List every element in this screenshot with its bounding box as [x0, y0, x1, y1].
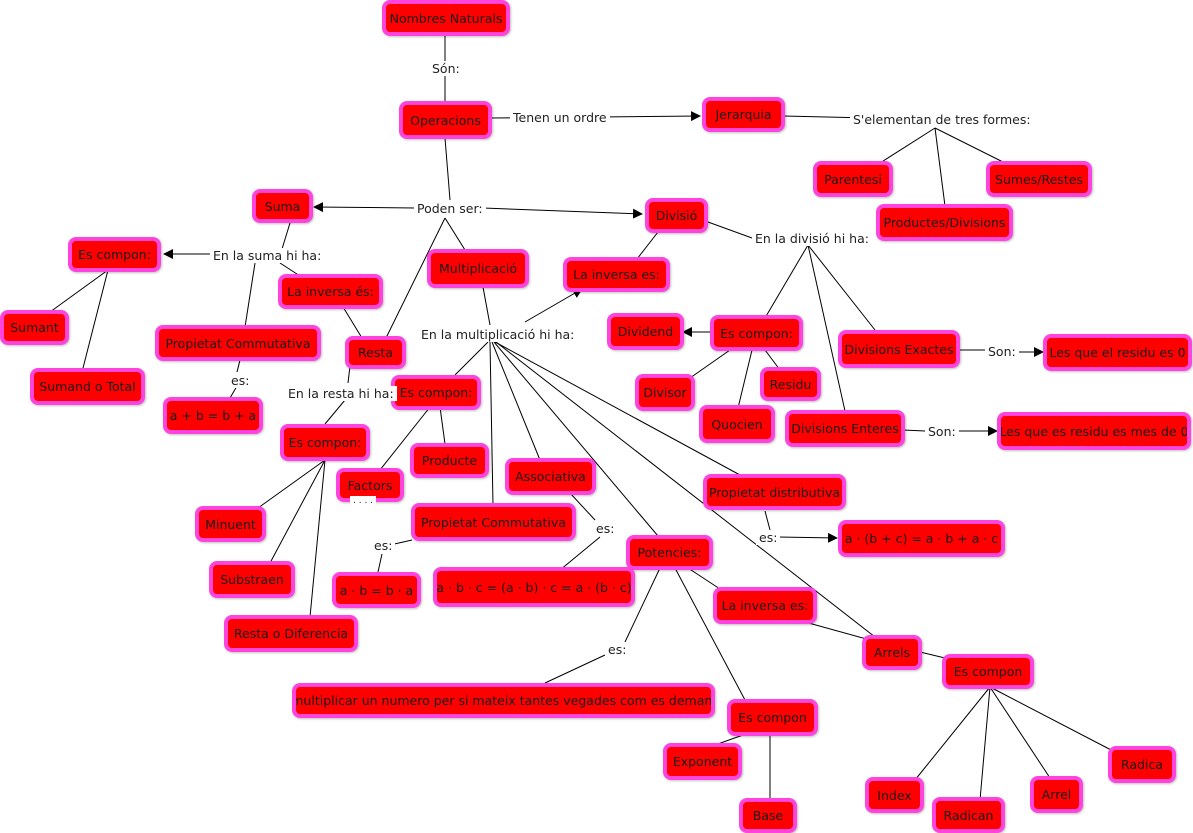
node-divisions-enteres[interactable]: Divisions Enteres [785, 410, 905, 447]
label-es-suma: es: [228, 373, 253, 388]
node-exponent[interactable]: Exponent [663, 743, 742, 780]
node-base[interactable]: Base [739, 798, 797, 833]
node-la-inversa-suma[interactable]: La inversa és: [278, 274, 383, 309]
node-sumand-total[interactable]: Sumand o Total [30, 368, 145, 405]
label-tenen-un-ordre: Tenen un ordre [510, 110, 610, 125]
label-es-distributiva: es: [756, 530, 781, 545]
node-index[interactable]: Index [865, 777, 924, 813]
node-les-que-residu-mes-0[interactable]: Les que es residu es mes de 0 [997, 412, 1191, 450]
node-arrel[interactable]: Arrel [1030, 776, 1083, 813]
node-radican[interactable]: Radican [932, 797, 1005, 833]
node-formula-suma[interactable]: a + b = b + a [163, 397, 263, 434]
label-en-la-suma: En la suma hi ha: [210, 248, 325, 263]
label-en-la-multiplicacio: En la multiplicació hi ha: [418, 327, 578, 342]
node-es-compon-suma[interactable]: Es compon: [68, 237, 161, 272]
label-en-la-divisio: En la divisió hi ha: [752, 231, 872, 246]
node-divisor[interactable]: Divisor [635, 374, 695, 411]
node-potencies[interactable]: Potencies: [626, 535, 713, 570]
label-dots: . . . . [350, 496, 377, 506]
node-es-compon-resta[interactable]: Es compon: [280, 424, 370, 461]
label-poden-ser: Poden ser: [414, 201, 486, 216]
node-propietat-distributiva[interactable]: Propietat distributiva [703, 474, 846, 510]
node-nombres-naturals[interactable]: Nombres Naturals [382, 0, 510, 36]
node-jerarquia[interactable]: Jerarquia [702, 97, 785, 132]
node-es-compon-divisio[interactable]: Es compon: [710, 315, 803, 351]
label-es-pot: es: [605, 642, 630, 657]
node-arrels[interactable]: Arrels [862, 635, 922, 670]
node-multiplicar[interactable]: multiplicar un numero per si mateix tant… [292, 683, 715, 718]
node-residu[interactable]: Residu [760, 367, 821, 401]
node-associativa[interactable]: Associativa [505, 458, 596, 495]
node-es-compon-pot[interactable]: Es compon [727, 699, 818, 736]
label-es-mult: es: [371, 538, 396, 553]
node-resta-diferencia[interactable]: Resta o Diferencia [224, 615, 358, 652]
node-la-inversa-divisio[interactable]: La inversa es: [563, 257, 670, 292]
node-quocien[interactable]: Quocien [699, 405, 775, 443]
node-dividend[interactable]: Dividend [607, 313, 684, 350]
label-son-exactes: Son: [985, 344, 1019, 359]
node-multiplicacio[interactable]: Multiplicació [427, 249, 529, 288]
node-les-que-residu-0[interactable]: Les que el residu es 0 [1043, 334, 1192, 371]
node-formula-distributiva[interactable]: a · (b + c) = a · b + a · c [838, 520, 1005, 557]
node-divisions-exactes[interactable]: Divisions Exactes [838, 330, 960, 368]
label-en-la-resta: En la resta hi ha: [285, 386, 397, 401]
node-radica[interactable]: Radica [1108, 746, 1176, 783]
label-es-assoc: es: [593, 521, 618, 536]
node-suma[interactable]: Suma [252, 189, 313, 223]
node-propietat-commutativa-mult[interactable]: Propietat Commutativa [411, 503, 576, 541]
node-formula-mult[interactable]: a · b = b · a [332, 572, 421, 608]
node-la-inversa-pot[interactable]: La inversa es: [713, 587, 817, 624]
node-es-compon-mult[interactable]: Es compon: [391, 375, 481, 410]
node-propietat-commutativa-suma[interactable]: Propietat Commutativa [155, 325, 321, 361]
node-productes-divisions[interactable]: Productes/Divisions [876, 204, 1013, 241]
label-son-enteres: Son: [925, 424, 959, 439]
node-parentesi[interactable]: Parentesi [813, 161, 893, 197]
node-substraen[interactable]: Substraen [209, 561, 295, 598]
node-operacions[interactable]: Operacions [399, 101, 492, 139]
label-son: Són: [429, 61, 463, 76]
node-sumant[interactable]: Sumant [0, 310, 69, 345]
node-sumes-restes[interactable]: Sumes/Restes [986, 161, 1092, 197]
node-minuent[interactable]: Minuent [195, 506, 266, 542]
node-es-compon-arrels[interactable]: Es compon [942, 654, 1034, 689]
node-formula-associativa[interactable]: a · b · c = (a · b) · c = a · (b · c) [433, 567, 635, 607]
node-producte[interactable]: Producte [410, 443, 489, 478]
label-s-elementan: S'elementan de tres formes: [850, 112, 1034, 127]
node-divisio[interactable]: Divisió [645, 198, 708, 233]
node-resta[interactable]: Resta [345, 336, 406, 369]
